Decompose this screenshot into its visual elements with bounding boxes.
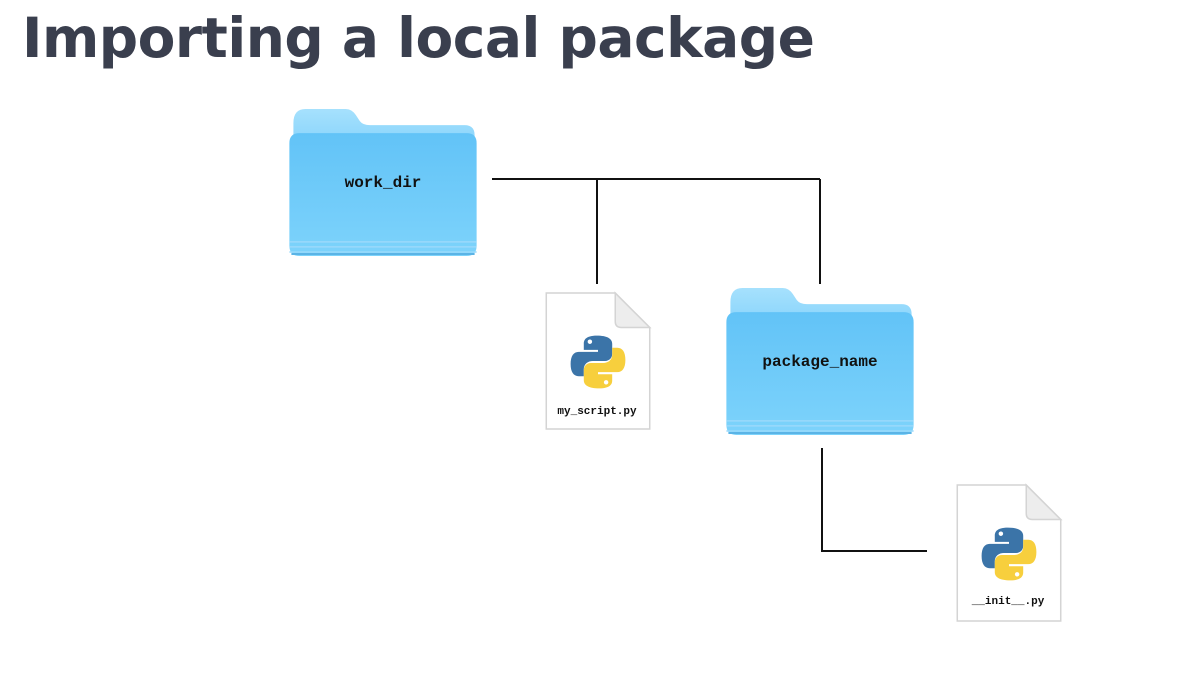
connector-package-to-init <box>821 448 927 552</box>
page-title: Importing a local package <box>22 6 815 70</box>
work-dir-folder[interactable]: work_dir <box>288 108 478 257</box>
tree-connectors <box>492 178 927 552</box>
init-file-label: __init__.py <box>971 596 1045 608</box>
my-script-label: my_script.py <box>557 406 637 418</box>
my-script-file[interactable]: my_script.py <box>545 292 651 430</box>
package-name-folder[interactable]: package_name <box>725 287 915 436</box>
work-dir-label: work_dir <box>345 174 422 192</box>
init-file[interactable]: __init__.py <box>956 484 1062 622</box>
package-name-label: package_name <box>762 353 877 371</box>
